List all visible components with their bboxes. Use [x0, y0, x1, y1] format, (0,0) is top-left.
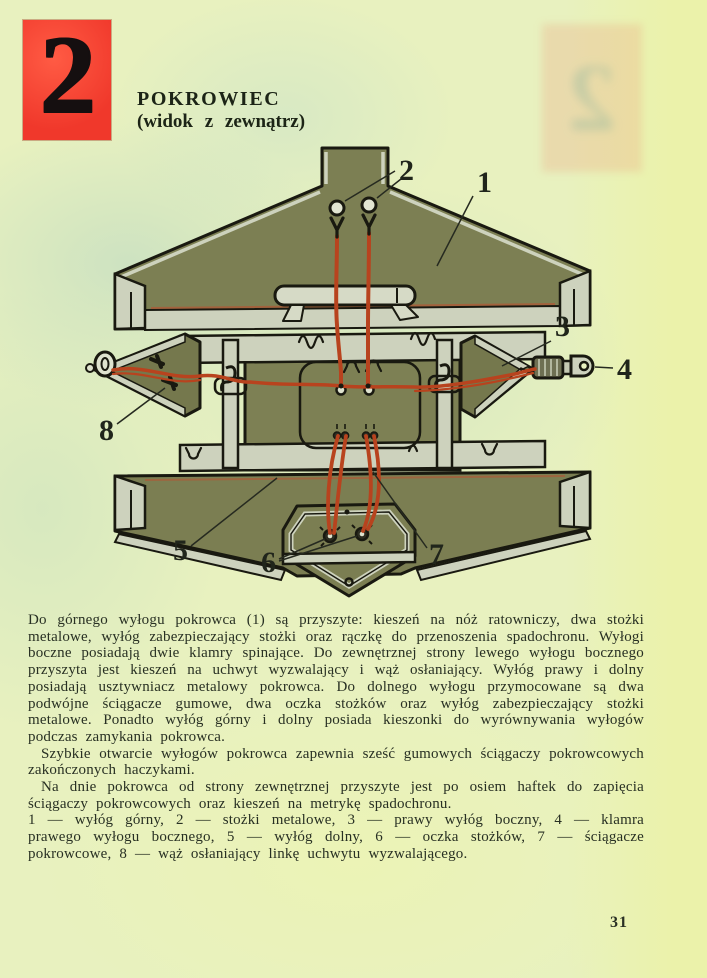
- elastic-cords: [111, 231, 537, 535]
- right-strap: [435, 338, 454, 470]
- tongue-lining-line: [290, 511, 408, 587]
- hose-hooks: [149, 354, 178, 391]
- buckle-plate-hole: [578, 360, 590, 372]
- figure-title-block: POKROWIEC (widok z zewnątrz): [137, 88, 305, 133]
- cone-ring-right: [360, 196, 378, 214]
- callout-2-leaders: [344, 170, 402, 202]
- left-tip-grommet: [93, 350, 117, 378]
- inner-panel-outline: [298, 360, 422, 450]
- bottom-flap: [113, 470, 592, 598]
- cover-illustration: 2 1 3 4 8 5 6 7: [85, 146, 632, 598]
- callout-7-leader: [372, 471, 428, 549]
- print-ghost-box: 2: [542, 24, 642, 172]
- tongue-band: [281, 550, 417, 566]
- chapter-number-box: 2: [23, 13, 111, 140]
- eyelet-hole: [327, 533, 333, 539]
- joining-straps: [213, 338, 462, 470]
- top-flap-edge-lining: [120, 152, 585, 279]
- middle-section: [85, 330, 595, 473]
- right-strap-hook: [434, 363, 451, 390]
- callout-1: 1: [477, 166, 492, 199]
- paragraph-legend: 1 — wyłóg górny, 2 — stożki metalowe, 3 …: [28, 812, 644, 862]
- callout-5: 5: [173, 534, 188, 567]
- bottom-tongue: [281, 502, 417, 598]
- stitch-coils: [227, 331, 437, 458]
- callout-8: 8: [99, 414, 114, 447]
- figure-subtitle: (widok z zewnątrz): [137, 111, 306, 132]
- lower-web-band: [178, 439, 547, 473]
- callout-6: 6: [261, 546, 276, 579]
- buckle-knurl-ridges: [538, 359, 558, 376]
- tongue-stud: [344, 509, 350, 515]
- callout-1-leader: [436, 195, 474, 267]
- callout-8-leader: [116, 387, 166, 425]
- bottom-bracket-fold-lines: [130, 486, 575, 528]
- callout-3-leader: [501, 340, 552, 367]
- body-text: Do górnego wyłogu pokrowca (1) są przysz…: [28, 612, 644, 863]
- callout-5-leader: [190, 477, 278, 547]
- callout-7: 7: [429, 538, 444, 571]
- top-flap-bottom-lining: [144, 304, 561, 332]
- paragraph-description: Do górnego wyłogu pokrowca (1) są przysz…: [28, 612, 644, 745]
- left-tip-grommet-hole: [100, 357, 110, 371]
- cone-ring-left: [328, 199, 346, 217]
- cord-vertical-from-cones: [334, 231, 371, 386]
- page-number: 31: [610, 914, 628, 931]
- paragraph-opening: Szybkie otwarcie wyłogów pokrowca zapewn…: [28, 745, 644, 779]
- callout-2: 2: [399, 154, 414, 187]
- figure: 2 1 3 4 8 5 6 7: [85, 140, 665, 610]
- carry-handle: [273, 284, 417, 307]
- callout-4-leader: [594, 366, 614, 369]
- callouts: 2 1 3 4 8 5 6 7: [99, 154, 632, 579]
- left-strap: [221, 338, 240, 470]
- cord-horizontal-double: [111, 371, 535, 393]
- print-ghost-digit: 2: [568, 44, 616, 151]
- buckle-knurl: [531, 355, 565, 380]
- top-flap: [113, 146, 592, 332]
- misprint-red-edge-2: [144, 475, 566, 481]
- left-tip-tab: [85, 363, 95, 373]
- callout-3: 3: [555, 310, 570, 343]
- cone-wires: [329, 213, 377, 239]
- chapter-number: 2: [39, 13, 95, 137]
- paragraph-bottom: Na dnie pokrowca od strony zewnętrznej p…: [28, 779, 644, 812]
- callout-4: 4: [617, 353, 632, 386]
- eyelet-spokes: [319, 526, 341, 547]
- bracket-fold-lines: [130, 289, 575, 328]
- bottom-edge-lining: [113, 529, 592, 582]
- metal-cones: [328, 196, 378, 239]
- tongue-tip-hole: [344, 577, 354, 587]
- cord-bottom-loops: [326, 434, 381, 535]
- carry-handle-details: [282, 288, 419, 322]
- figure-title: POKROWIEC: [137, 88, 281, 110]
- callout-6-leaders: [278, 535, 358, 562]
